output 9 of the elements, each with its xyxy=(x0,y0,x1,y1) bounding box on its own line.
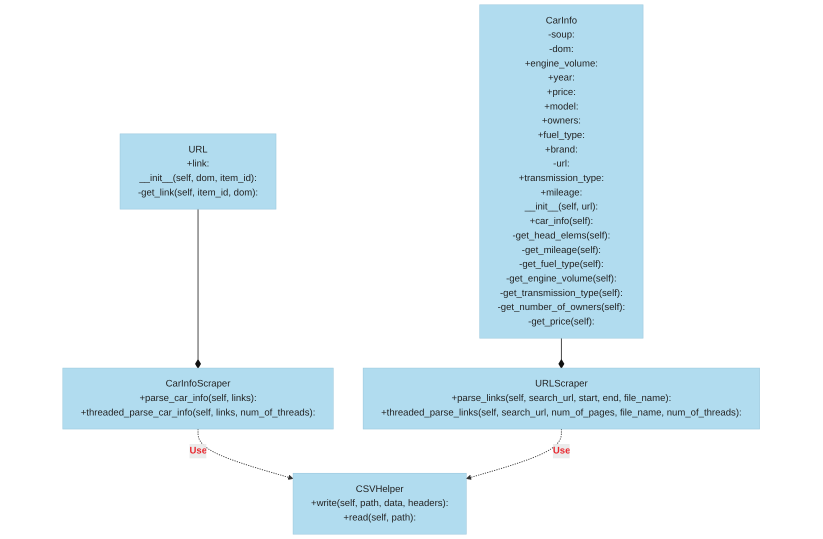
arrow xyxy=(466,428,562,480)
connector xyxy=(558,338,565,369)
arrow xyxy=(198,428,294,480)
node-box: CarInfoScraper +parse_car_info(self, links): +threaded_parse_car_info(self, links, num_of_threads): xyxy=(62,368,334,430)
node-box: CarInfo -soup: -dom: +engine_volume: +year: +price: +model: +owners: +fuel_type: +brand: -url: +transmission_type: +mileage: __init__(self, url): +car_info(self): -get_head_elems(self): -get_mileage(self): -get_fuel_type(self): -get_engine_volume(self): -get_transmission_type(self): -get_number_of_owners(self): -get_price(self): xyxy=(480,4,644,338)
node-box: URLScraper +parse_links(self, search_url, start, end, file_name): +threaded_parse_links(self, search_url, num_of_pages, file_name, num_of_threads): xyxy=(363,368,760,430)
node-box: CSVHelper +write(self, path, data, headers): +read(self, path): xyxy=(293,472,467,534)
connector xyxy=(195,208,202,369)
node-box: URL +link: __init__(self, dom, item_id): -get_link(self, item_id, dom): xyxy=(120,134,277,210)
